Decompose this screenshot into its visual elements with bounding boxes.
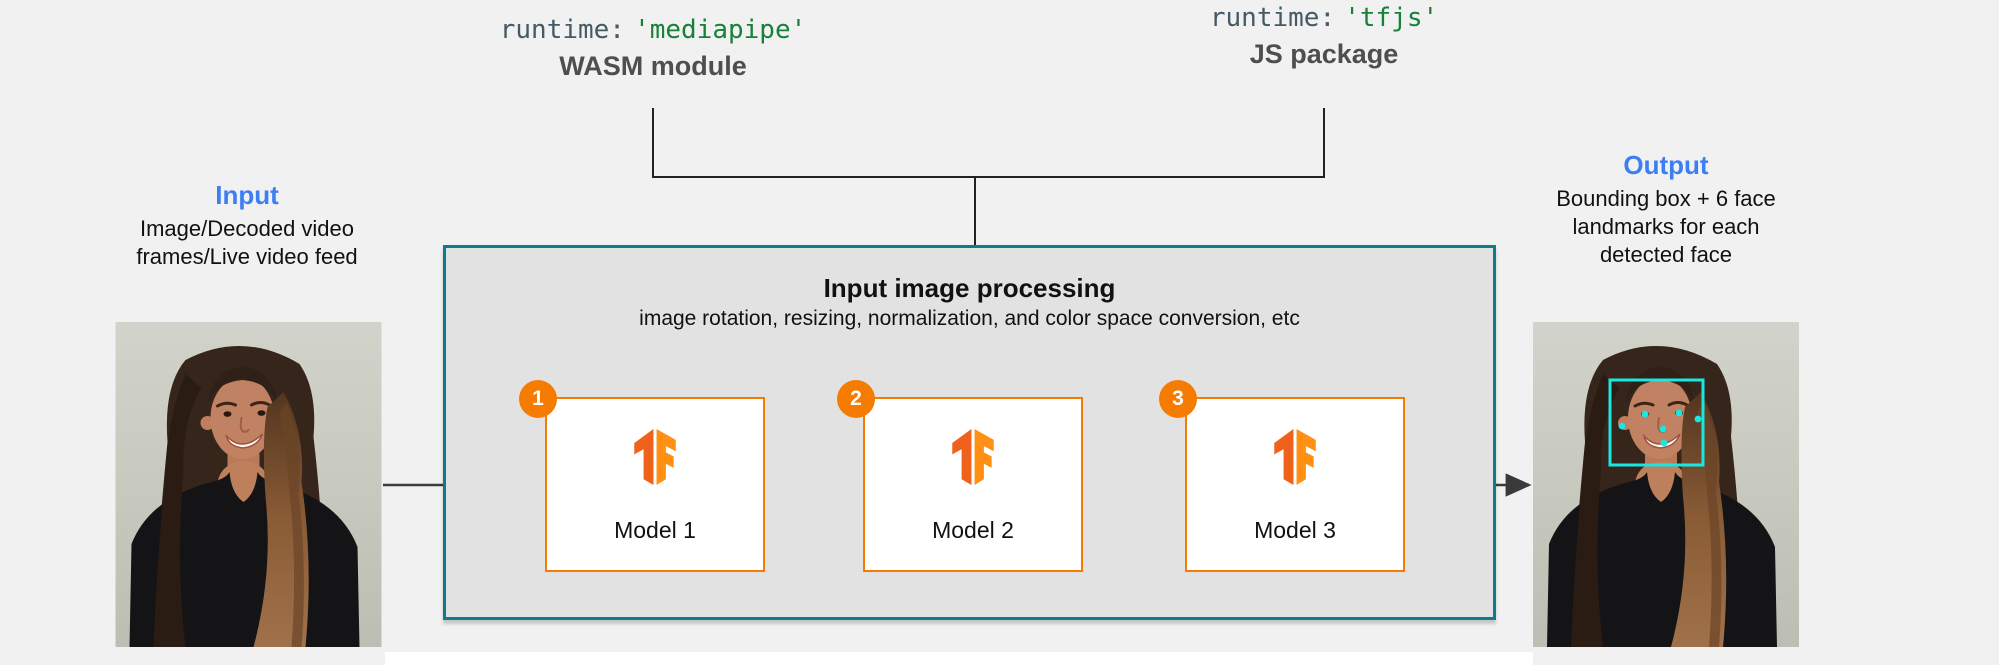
input-photo: [115, 322, 382, 647]
tensorflow-icon: [1274, 429, 1316, 485]
input-description: Image/Decoded video frames/Live video fe…: [136, 216, 358, 269]
input-label-block: Input Image/Decoded video frames/Live vi…: [117, 180, 377, 271]
code-string: 'tfjs': [1344, 3, 1439, 33]
step-badge-2: 2: [837, 380, 875, 418]
face-bounding-box: [1608, 378, 1705, 467]
runtime-code-tfjs: runtime: 'tfjs': [1124, 2, 1524, 34]
processing-subtitle: image rotation, resizing, normalization,…: [639, 307, 1300, 330]
code-string: 'mediapipe': [634, 15, 807, 45]
bottom-white-strip: [385, 652, 1533, 665]
code-keyword: runtime:: [1209, 3, 1336, 33]
tensorflow-icon: [952, 429, 994, 485]
face-landmark-dots: [1618, 409, 1702, 447]
output-photo-with-detection: [1533, 322, 1799, 647]
face-detection-annotations: [1608, 378, 1705, 467]
output-heading: Output: [1623, 150, 1709, 180]
output-label-block: Output Bounding box + 6 face landmarks f…: [1550, 150, 1782, 269]
runtime-label-tfjs: runtime: 'tfjs' JS package: [1124, 2, 1524, 70]
code-keyword: runtime:: [499, 15, 625, 45]
step-badge-1: 1: [519, 380, 557, 418]
portrait-photo: [1533, 322, 1799, 647]
tensorflow-icon: [1187, 429, 1403, 485]
tensorflow-icon: [547, 429, 763, 485]
runtime-bracket: [652, 108, 1325, 246]
model-2-label: Model 2: [932, 517, 1014, 543]
tensorflow-icon: [865, 429, 1081, 485]
input-heading: Input: [215, 180, 279, 210]
processing-title: Input image processing: [823, 273, 1116, 303]
runtime-label-mediapipe: runtime: 'mediapipe' WASM module: [453, 14, 853, 82]
model-2-box: 2 Model 2: [837, 380, 1083, 572]
model-3-box: 3 Model 3: [1159, 380, 1405, 572]
model-1-box: 1 Model 1: [519, 380, 765, 572]
step-badge-3: 3: [1159, 380, 1197, 418]
output-description: Bounding box + 6 face landmarks for each…: [1556, 186, 1776, 267]
portrait-photo: [115, 322, 382, 647]
model-3-label: Model 3: [1254, 517, 1336, 543]
runtime-code-mediapipe: runtime: 'mediapipe': [453, 14, 853, 46]
runtime-caption-js: JS package: [1249, 39, 1399, 69]
runtime-caption-wasm: WASM module: [559, 51, 747, 81]
tensorflow-icon: [634, 429, 676, 485]
model-1-label: Model 1: [614, 517, 696, 543]
